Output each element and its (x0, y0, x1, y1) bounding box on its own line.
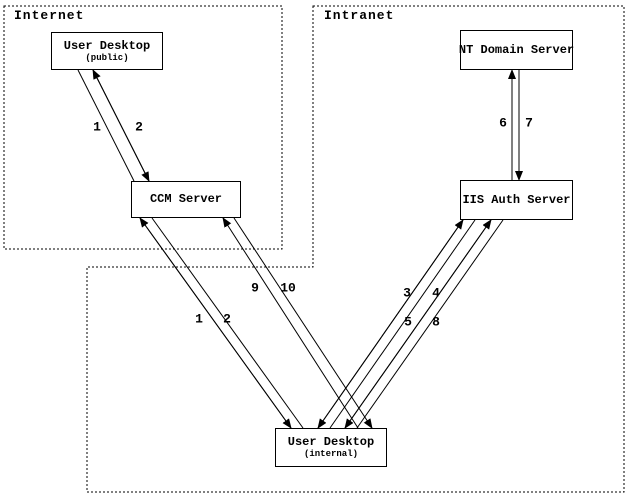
arrow-label-step-8: 8 (432, 314, 440, 330)
node-nt-domain-server: NT Domain Server (458, 30, 575, 70)
arrow-line-public-2 (92, 69, 150, 182)
node-subtitle: (internal) (303, 449, 358, 459)
arrow-line-step-8b (356, 219, 504, 429)
arrow-line-step-4 (317, 219, 464, 429)
arrow-label-step-5: 5 (404, 314, 412, 330)
node-ccm-server: CCM Server (131, 181, 241, 218)
node-iis-auth-server: IIS Auth Server (460, 180, 573, 220)
arrow-label-public-2: 2 (135, 119, 143, 135)
arrow-label-step-9: 9 (251, 280, 259, 296)
arrow-label-step-3: 3 (403, 285, 411, 301)
arrow-line-internal-2b (151, 217, 304, 429)
arrow-label-step-10: 10 (280, 280, 296, 296)
node-user-desktop-public: User Desktop (public) (51, 32, 163, 70)
arrow-label-step-4: 4 (432, 285, 440, 301)
arrow-label-internal-2: 2 (223, 311, 231, 327)
internet-region-outline (3, 5, 283, 250)
intranet-region-outline (86, 5, 625, 493)
region-label-internet: Internet (12, 8, 87, 23)
arrow-line-step-4b (329, 219, 476, 429)
arrow-line-step-9 (222, 217, 359, 429)
node-user-desktop-internal: User Desktop (internal) (275, 428, 387, 467)
node-subtitle: (public) (85, 52, 129, 63)
node-title: User Desktop (287, 435, 375, 449)
arrow-label-step-7: 7 (525, 115, 533, 131)
arrow-line-internal-2 (139, 217, 292, 429)
arrow-line-step-8 (344, 219, 492, 429)
node-title: IIS Auth Server (462, 192, 571, 207)
arrow-line-step-10 (233, 217, 373, 429)
node-title: CCM Server (149, 192, 222, 206)
arrow-line-public-1 (77, 69, 135, 182)
node-title: NT Domain Server (458, 42, 575, 57)
arrow-label-internal-1: 1 (195, 311, 203, 327)
arrow-label-public-1: 1 (93, 119, 101, 135)
node-title: User Desktop (63, 38, 151, 53)
region-label-intranet: Intranet (322, 8, 397, 23)
arrow-label-step-6: 6 (499, 115, 507, 131)
